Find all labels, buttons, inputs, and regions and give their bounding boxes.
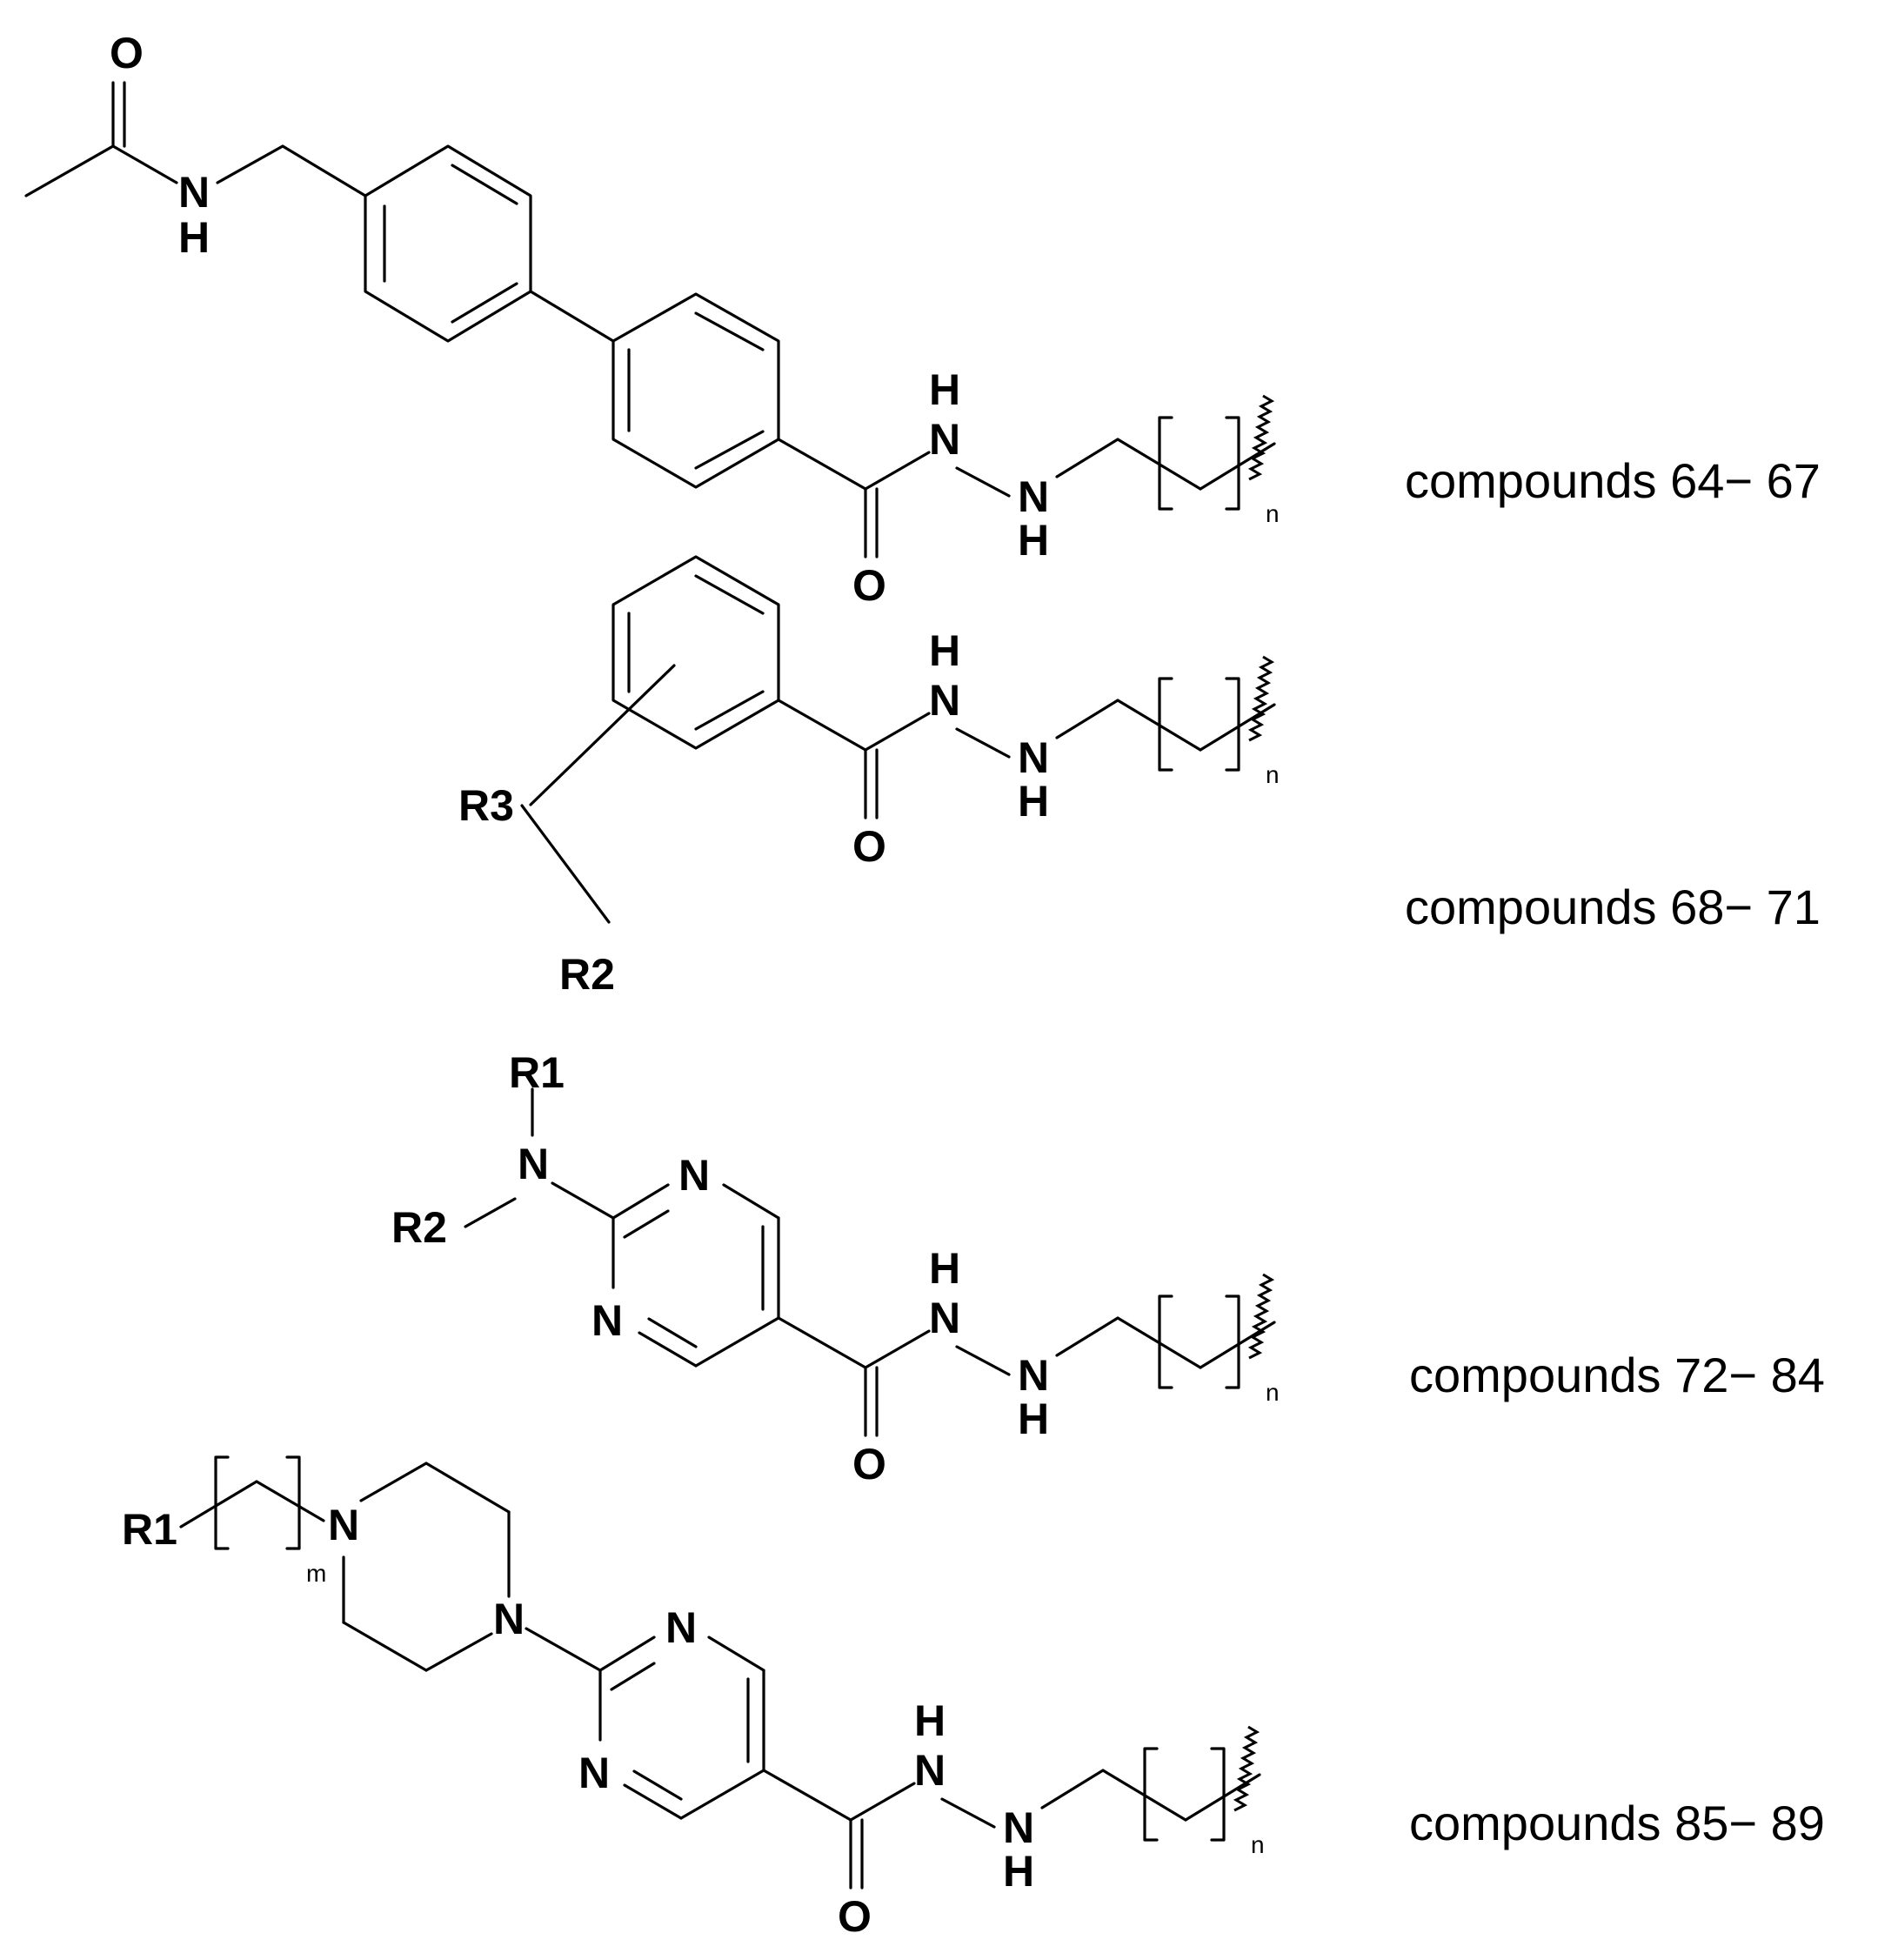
nitrogen-amine-label: N (518, 1140, 549, 1188)
bonds (24, 81, 1276, 559)
hydrogen-hydrazide-2-label: H (1018, 516, 1049, 565)
nitrogen-hydrazide-1-label: N (929, 1294, 960, 1342)
nitrogen-pyrimidine-top-label: N (665, 1603, 697, 1652)
structure-compounds-85-89: R1 m N N N N H N N H O n compounds 85− 8… (122, 1455, 1825, 1941)
nitrogen-hydrazide-2-label: N (1018, 1351, 1049, 1400)
nitrogen-pyrimidine-top-label: N (678, 1151, 710, 1200)
hydrogen-hydrazide-1-label: H (929, 1244, 960, 1293)
caption-compounds-64-67: compounds 64− 67 (1405, 453, 1821, 508)
nitrogen-piperazine-top-label: N (328, 1501, 359, 1549)
caption-compounds-85-89: compounds 85− 89 (1409, 1796, 1825, 1850)
nitrogen-amide-label: N (178, 168, 210, 217)
hydrogen-hydrazide-1-label: H (914, 1696, 946, 1745)
oxygen-carbonyl-label: O (852, 561, 886, 610)
structure-compounds-68-71: R3 R2 H N N H O n compounds 68− 71 (458, 555, 1821, 999)
repeat-index-n-label: n (1266, 1379, 1280, 1406)
repeat-index-m-label: m (306, 1560, 326, 1587)
oxygen-carbonyl-label: O (852, 822, 886, 871)
r1-substituent-label: R1 (509, 1048, 565, 1097)
hydrogen-hydrazide-2-label: H (1018, 1395, 1049, 1443)
structure-compounds-64-67: O N H H N N H O n compounds 64− 67 (24, 29, 1821, 610)
hydrogen-amide-label: H (178, 213, 210, 262)
r1-substituent-label: R1 (122, 1505, 177, 1554)
oxygen-acetyl-label: O (110, 29, 144, 77)
bonds (520, 555, 1276, 924)
bonds (464, 1087, 1276, 1437)
bonds (179, 1455, 1261, 1890)
nitrogen-hydrazide-2-label: N (1003, 1803, 1034, 1852)
r3-substituent-label: R3 (458, 781, 514, 830)
nitrogen-hydrazide-2-label: N (1018, 472, 1049, 521)
r2-substituent-label: R2 (559, 950, 615, 999)
caption-compounds-68-71: compounds 68− 71 (1405, 880, 1821, 934)
repeat-index-n-label: n (1251, 1831, 1265, 1858)
oxygen-carbonyl-label: O (838, 1892, 872, 1941)
repeat-index-n-label: n (1266, 761, 1280, 788)
hydrogen-hydrazide-1-label: H (929, 365, 960, 414)
nitrogen-hydrazide-2-label: N (1018, 733, 1049, 782)
hydrogen-hydrazide-2-label: H (1003, 1847, 1034, 1896)
nitrogen-hydrazide-1-label: N (914, 1746, 946, 1795)
nitrogen-pyrimidine-bottom-label: N (578, 1749, 610, 1797)
hydrogen-hydrazide-2-label: H (1018, 777, 1049, 826)
nitrogen-hydrazide-1-label: N (929, 676, 960, 725)
r2-substituent-label: R2 (391, 1203, 447, 1252)
oxygen-carbonyl-label: O (852, 1440, 886, 1488)
nitrogen-pyrimidine-bottom-label: N (591, 1296, 623, 1345)
hydrogen-hydrazide-1-label: H (929, 626, 960, 675)
structure-compounds-72-84: R1 N R2 N N H N N H O n compounds 72− 84 (391, 1048, 1825, 1488)
nitrogen-piperazine-bottom-label: N (493, 1595, 525, 1643)
nitrogen-hydrazide-1-label: N (929, 415, 960, 464)
repeat-index-n-label: n (1266, 500, 1280, 527)
caption-compounds-72-84: compounds 72− 84 (1409, 1348, 1825, 1402)
